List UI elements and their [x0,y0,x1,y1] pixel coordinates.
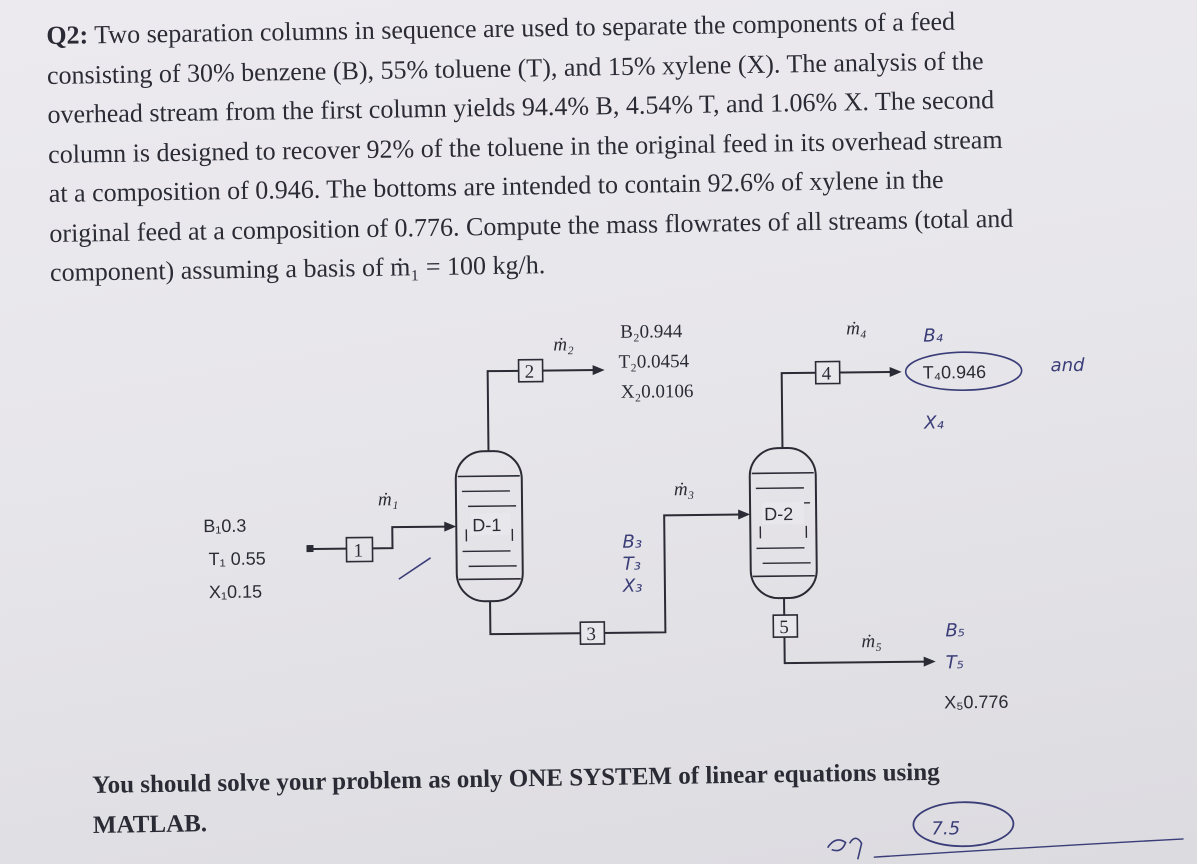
column-d1-label: D-1 [472,515,501,535]
stream-5-number: 5 [779,617,789,638]
feed-source-marker [306,545,314,553]
stream-5-box [772,614,799,638]
stream-3-box [579,621,606,646]
stream-4-line [780,370,894,449]
stream-4-xylene-label: X₄ [923,412,945,433]
stream-2-flow-label: ṁ₂ [553,334,574,355]
stream-4-number: 4 [822,364,832,385]
stream-1-arrow [444,521,457,532]
stream-4-benzene-label: B₄ [923,325,944,346]
feed-toluene-label: T₁ 0.55 [208,549,265,570]
stream-1-number: 1 [353,540,363,561]
handwritten-score-circle [912,801,1015,848]
stream-5-benzene-label: B₅ [945,620,965,641]
stream-2-line [486,369,597,452]
stream-2-number: 2 [525,362,535,383]
stream-3-number: 3 [586,624,596,645]
handwritten-score: 7.5 [931,818,960,839]
stream-4-flow-label: ṁ₄ [846,318,867,339]
stream-3-xylene-label: X₃ [622,576,643,597]
stream-5-arrow [923,656,936,667]
stream-3-flow-label: ṁ₃ [674,479,695,500]
handwritten-and: and [1051,355,1086,376]
stream-5-xylene-label: X₅0.776 [944,692,1009,713]
handwritten-initials [826,837,863,860]
stream-4-box [814,360,841,385]
stream-3-toluene-label: T₃ [623,554,641,575]
stream-4-arrow [889,366,902,377]
feed-xylene-label: X₁0.15 [209,582,262,603]
instructions-note: You should solve your problem as only ON… [92,749,1173,846]
stream-1-line [372,525,449,550]
stream-3-benzene-label: B₃ [622,532,642,553]
stream-2-xylene-label: X₂0.0106 [621,381,694,403]
stream-3-arrow [738,509,751,520]
handwritten-circle [904,351,1023,391]
stream-5-toluene-label: T₅ [946,652,964,673]
stream-4-toluene-label: T₄0.946 [923,362,987,383]
feed-benzene-label: B₁0.3 [203,516,246,536]
handwritten-checkmark [398,557,432,580]
stream-5-flow-label: ṁ₅ [861,631,882,652]
stream-5-line [783,598,928,665]
handwritten-underline [873,838,1184,858]
stream-2-benzene-label: B₂0.944 [620,321,683,343]
stream-2-box [517,358,544,383]
stream-2-toluene-label: T₂0.0454 [618,351,689,373]
column-d2-label: D-2 [764,504,793,524]
stream-1-flow-label: ṁ₁ [378,489,399,510]
stream-2-arrow [592,365,605,376]
stream-3-line [489,513,743,636]
